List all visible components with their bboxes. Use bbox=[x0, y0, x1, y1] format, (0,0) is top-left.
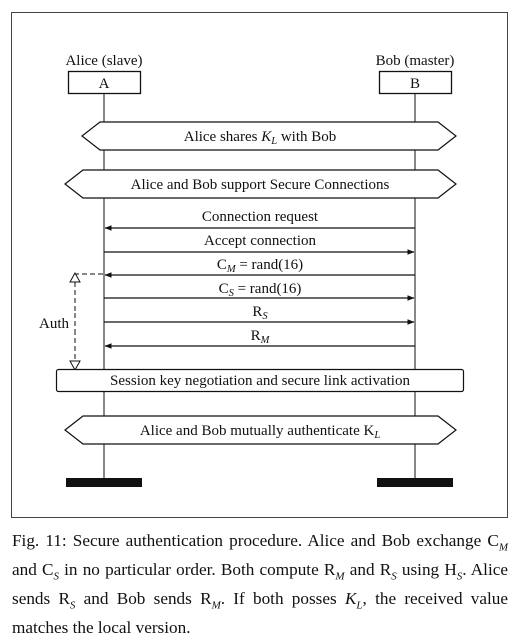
participant-a-box bbox=[67, 70, 142, 95]
message-label-cs: CS = rand(16) bbox=[219, 281, 302, 299]
banner-secure-connections-text: Alice and Bob support Secure Connections bbox=[131, 177, 390, 193]
auth-arrow-down-icon bbox=[69, 360, 81, 372]
message-label-rs: RS bbox=[252, 304, 268, 322]
participant-a-role: Alice (slave) bbox=[65, 53, 142, 69]
lifeline-a-end bbox=[66, 478, 142, 487]
auth-arrow-up-icon bbox=[69, 271, 81, 283]
participant-b-box bbox=[378, 70, 453, 95]
session-key-box bbox=[55, 368, 465, 393]
auth-label-backdrop bbox=[30, 313, 80, 333]
banner-shares-key-text: Alice shares KL with Bob bbox=[184, 129, 337, 147]
auth-label: Auth bbox=[39, 316, 70, 332]
banner-secure-connections bbox=[64, 169, 457, 199]
message-label-cm: CM = rand(16) bbox=[217, 257, 303, 275]
caption-label: Fig. 11: bbox=[12, 531, 67, 550]
participant-b-role: Bob (master) bbox=[376, 53, 455, 69]
banner-shares-key bbox=[81, 121, 457, 151]
banner-mutual-auth-text: Alice and Bob mutually authenticate KL bbox=[140, 423, 381, 441]
message-label-connection-request: Connection request bbox=[202, 209, 319, 225]
participant-b-letter: B bbox=[410, 76, 420, 92]
message-label-accept-connection: Accept connection bbox=[204, 233, 317, 249]
session-key-text: Session key negotiation and secure link … bbox=[110, 373, 410, 389]
lifeline-b-end bbox=[377, 478, 453, 487]
figure-frame bbox=[11, 12, 508, 518]
participant-a-letter: A bbox=[99, 76, 110, 92]
figure-caption: Fig. 11: Secure authentication procedure… bbox=[12, 531, 509, 637]
banner-mutual-auth bbox=[64, 415, 457, 445]
message-label-rm: RM bbox=[251, 328, 271, 346]
